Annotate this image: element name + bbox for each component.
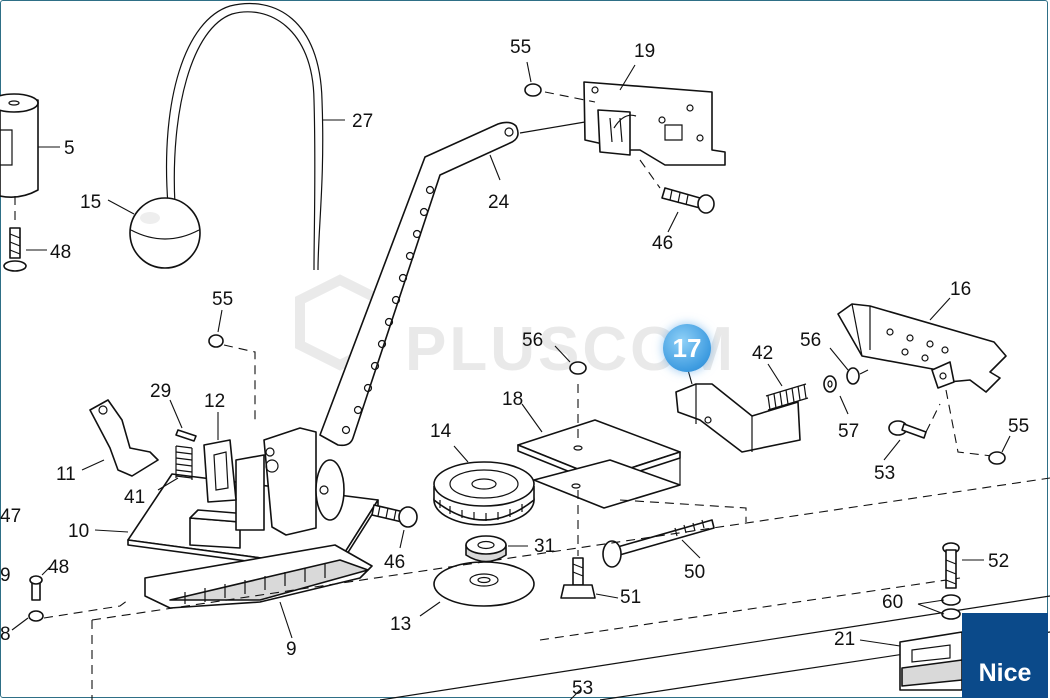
label-60: 60 — [882, 592, 903, 613]
label-53-right: 53 — [874, 463, 895, 484]
label-8: 8 — [0, 624, 11, 645]
screw-53-right — [883, 403, 941, 461]
label-15: 15 — [80, 192, 101, 213]
part-42-spring — [765, 363, 809, 411]
label-14: 14 — [430, 421, 452, 442]
nut-55-right — [988, 435, 1011, 465]
label-48-top: 48 — [50, 242, 71, 263]
washer-8 — [11, 599, 129, 631]
bolt-46-middle — [371, 504, 418, 549]
label-50: 50 — [684, 562, 705, 583]
part-9-slider — [144, 544, 373, 639]
part-13-disc — [419, 561, 535, 617]
part-21-block — [859, 631, 963, 691]
part-18-plates — [517, 384, 681, 556]
label-55-middle: 55 — [212, 289, 233, 310]
label-21: 21 — [834, 629, 855, 650]
label-5: 5 — [64, 138, 75, 159]
label-41: 41 — [124, 487, 145, 508]
label-12: 12 — [204, 391, 225, 412]
part-19-bracket — [544, 64, 726, 189]
part-10-base-plate — [94, 427, 379, 574]
label-47: 47 — [0, 506, 21, 527]
washer-57 — [823, 375, 849, 415]
label-27: 27 — [352, 111, 373, 132]
nut-56-middle — [554, 345, 587, 375]
label-51: 51 — [620, 587, 641, 608]
label-29: 29 — [150, 381, 171, 402]
highlight-badge-17[interactable]: 17 — [663, 324, 711, 372]
label-16: 16 — [950, 279, 971, 300]
label-19: 19 — [634, 41, 655, 62]
part-11-lever — [81, 399, 159, 477]
label-56-right: 56 — [800, 330, 821, 351]
part-17-bracket — [675, 369, 801, 453]
nut-55-middle — [208, 309, 256, 420]
part-14-gear — [433, 445, 535, 526]
label-53-bottom: 53 — [572, 678, 593, 699]
part-16-bracket — [837, 297, 1007, 457]
nice-logo: Nice — [962, 613, 1048, 698]
part-41-spring — [157, 445, 193, 491]
label-56-middle: 56 — [522, 330, 543, 351]
label-9: 9 — [286, 639, 297, 660]
label-13: 13 — [390, 614, 411, 635]
bolt-51 — [560, 557, 619, 599]
screw-48-bottom — [29, 566, 51, 601]
label-55-top: 55 — [510, 37, 531, 58]
nut-55-top — [524, 61, 542, 97]
label-24: 24 — [488, 192, 510, 213]
screw-48-top — [3, 196, 47, 272]
label-10: 10 — [68, 521, 89, 542]
washers-60 — [917, 594, 961, 620]
label-9-left: 9 — [0, 565, 11, 586]
part-12-plate — [203, 412, 237, 503]
label-48-bottom: 48 — [48, 557, 69, 578]
part-15-ball — [107, 197, 201, 269]
part-27-cable — [165, 2, 345, 271]
bolt-52 — [942, 542, 984, 589]
part-29-pin — [169, 399, 197, 442]
nut-56-right — [829, 347, 869, 385]
part-24-arm — [319, 121, 586, 447]
label-31: 31 — [534, 536, 555, 557]
label-46-middle: 46 — [384, 552, 405, 573]
label-18: 18 — [502, 389, 523, 410]
label-46-top: 46 — [652, 233, 673, 254]
part-5-cylinder — [0, 93, 60, 198]
part-31-bearing — [465, 535, 528, 563]
label-52: 52 — [988, 551, 1009, 572]
label-42: 42 — [752, 343, 773, 364]
part-50-long-bolt — [602, 499, 747, 568]
bolt-46-top — [661, 187, 715, 233]
label-55-right: 55 — [1008, 416, 1029, 437]
label-11: 11 — [56, 464, 76, 485]
label-57: 57 — [838, 421, 859, 442]
